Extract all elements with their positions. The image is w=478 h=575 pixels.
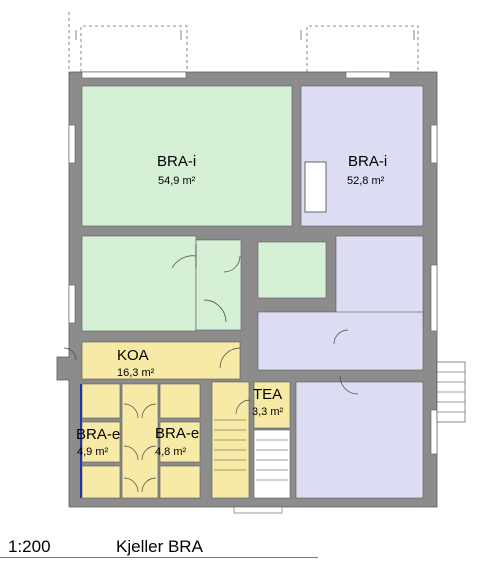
stair-steps — [214, 419, 288, 481]
footer-rule — [0, 557, 318, 558]
stair-white — [253, 429, 291, 499]
scale-label: 1:200 — [8, 537, 51, 556]
room-small-green — [257, 241, 327, 299]
storage-aisle — [121, 383, 159, 499]
external-stair — [436, 361, 466, 423]
storage-cell-1 — [81, 383, 121, 419]
floor-plan: BRA-i 54,9 m² BRA-i 52,8 m² KOA 16,3 m² … — [56, 12, 466, 514]
label-bra-i-east-area: 52,8 m² — [347, 175, 385, 187]
storage-cell-6 — [159, 465, 201, 499]
room-fills — [81, 85, 424, 499]
label-bra-e-left-area: 4,9 m² — [77, 446, 109, 458]
room-bra-i-west — [81, 85, 293, 227]
room-east-lower — [295, 381, 424, 499]
storage-cell-2 — [81, 421, 121, 463]
room-tea — [253, 381, 291, 429]
storage-cell-5 — [159, 421, 201, 463]
fixture-box — [304, 161, 327, 213]
label-koa-area: 16,3 m² — [117, 367, 155, 379]
blue-accent-line — [80, 384, 82, 498]
hall-west — [195, 239, 242, 331]
label-koa-name: KOA — [117, 347, 149, 364]
terrace-ticks — [75, 30, 415, 40]
label-bra-i-west-area: 54,9 m² — [158, 175, 196, 187]
label-bra-i-west-name: BRA-i — [157, 153, 196, 170]
label-tea-area: 3,3 m² — [252, 406, 284, 418]
room-west-middle — [81, 235, 197, 332]
corridor-east — [257, 311, 424, 371]
label-bra-i-east-name: BRA-i — [348, 153, 387, 170]
plan-footer: 1:200 Kjeller BRA — [0, 535, 478, 565]
doors — [63, 244, 359, 493]
label-bra-e-left-name: BRA-e — [76, 426, 120, 443]
terrace-outline — [68, 12, 419, 72]
label-bra-e-right-area: 4,8 m² — [155, 446, 187, 458]
plan-title: Kjeller BRA — [116, 537, 203, 556]
label-bra-e-right-name: BRA-e — [155, 425, 199, 442]
storage-cell-3 — [81, 465, 121, 499]
windows — [68, 71, 438, 514]
room-koa — [81, 341, 241, 380]
storage-cell-4 — [159, 383, 201, 419]
label-tea-name: TEA — [253, 386, 282, 403]
